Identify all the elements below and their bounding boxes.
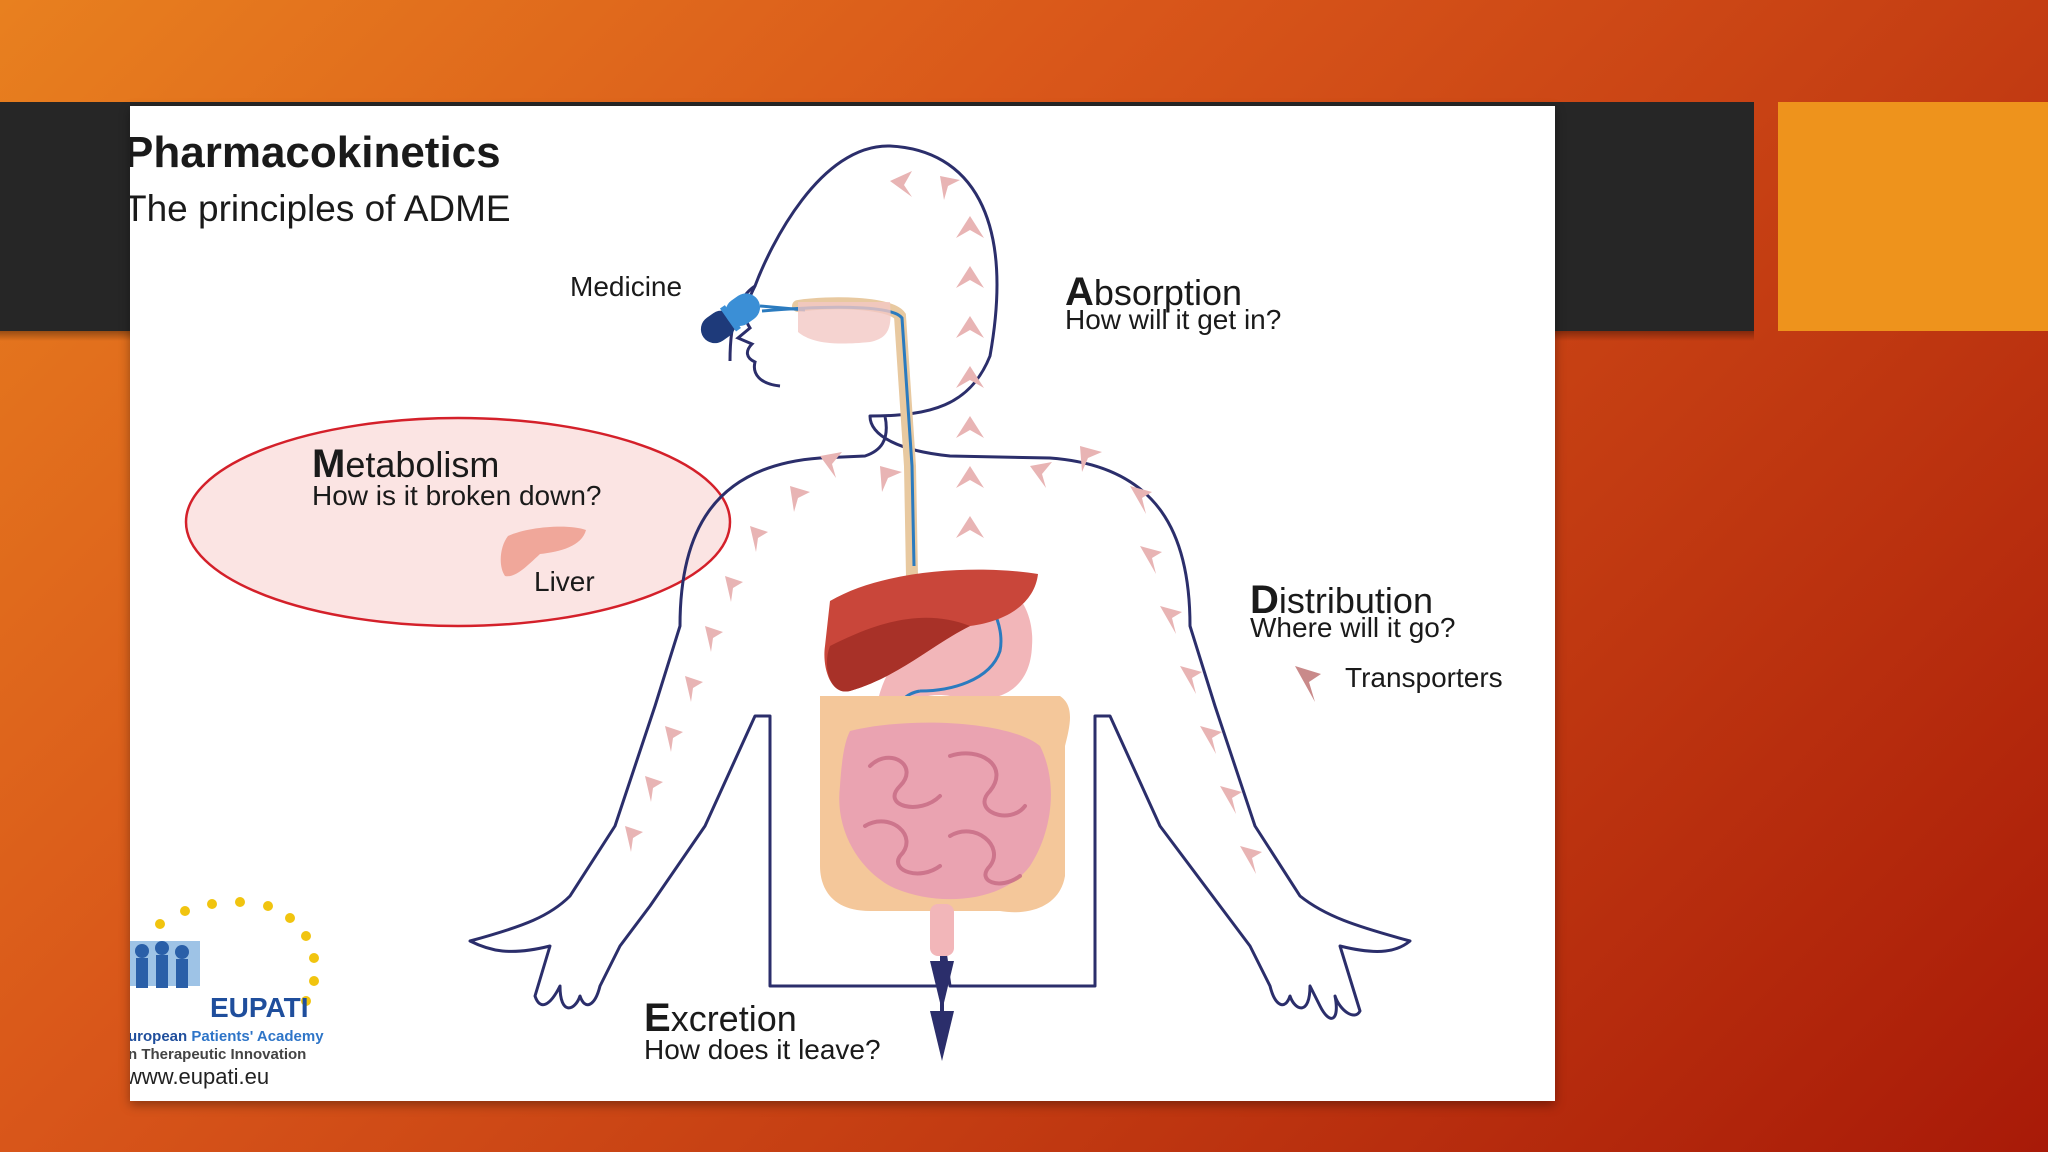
chevron	[725, 576, 743, 602]
diagram-title: Pharmacokinetics	[130, 128, 501, 177]
metabolism-question: How is it broken down?	[312, 480, 602, 511]
metabolism-rest: etabolism	[345, 444, 500, 485]
excretion-arrow-1	[930, 961, 954, 1011]
chevron	[790, 486, 810, 512]
absorption-question: How will it get in?	[1065, 304, 1282, 335]
logo-people-icon	[130, 941, 200, 988]
pill-icon	[700, 293, 761, 344]
chevron	[665, 726, 683, 752]
body-outline	[468, 144, 1412, 1020]
absorption-initial: A	[1065, 270, 1094, 314]
distribution-initial: D	[1250, 578, 1279, 622]
chevron	[956, 266, 984, 288]
distribution-rest: istribution	[1278, 580, 1433, 621]
chevron	[1030, 462, 1052, 488]
chevron	[940, 176, 960, 200]
chevron	[956, 416, 984, 438]
absorption-rest: bsorption	[1093, 272, 1242, 313]
metabolism-heading: Metabolism	[312, 442, 499, 487]
chevron	[956, 216, 984, 238]
chevron	[880, 466, 902, 492]
diagram-subtitle: The principles of ADME	[130, 188, 511, 229]
metabolism-highlight-ring	[184, 416, 732, 628]
logo-tagline-1a: uropean	[130, 1028, 192, 1045]
chevron	[956, 316, 984, 338]
transporters-label: Transporters	[1345, 662, 1503, 693]
chevron	[625, 826, 643, 852]
logo-stars	[155, 897, 319, 1006]
chevron	[1200, 726, 1222, 754]
accent-box	[1778, 102, 2048, 331]
chevron	[1130, 486, 1152, 514]
chevron	[956, 516, 984, 538]
liver-icon	[500, 526, 586, 577]
logo-url: www.eupati.eu	[130, 1064, 270, 1089]
excretion-initial: E	[644, 996, 671, 1040]
chevron	[750, 526, 768, 552]
logo-tagline-1: uropean Patients' Academy	[130, 1028, 324, 1045]
excretion-rest: xcretion	[670, 998, 797, 1039]
chevron	[890, 171, 912, 197]
logo-tagline-2: n Therapeutic Innovation	[130, 1046, 307, 1063]
chevron	[1240, 846, 1262, 874]
excretion-arrow-2	[930, 1011, 954, 1061]
chevron	[685, 676, 703, 702]
chevron	[705, 626, 723, 652]
chevron	[1180, 666, 1202, 694]
medicine-label: Medicine	[570, 271, 683, 302]
liver-label: Liver	[534, 566, 595, 597]
chevron	[1140, 546, 1162, 574]
logo-name: EUPATI	[210, 992, 309, 1023]
distribution-question: Where will it go?	[1250, 612, 1456, 643]
small-intestine	[839, 722, 1051, 900]
chevron	[820, 452, 842, 478]
transporter-chevron	[1295, 666, 1321, 702]
absorption-heading: Absorption	[1065, 270, 1242, 315]
chevron	[956, 466, 984, 488]
drug-path	[761, 305, 916, 567]
chevron	[1220, 786, 1242, 814]
excretion-heading: Excretion	[644, 996, 797, 1041]
distribution-arrows	[625, 171, 1321, 874]
chevron	[1160, 606, 1182, 634]
logo-tagline-1b: Patients' Academy	[191, 1028, 324, 1045]
diagram-svg	[130, 144, 1412, 1061]
chevron	[645, 776, 663, 802]
distribution-heading: Distribution	[1250, 578, 1433, 623]
chevron	[956, 366, 984, 388]
metabolism-initial: M	[312, 442, 346, 486]
excretion-question: How does it leave?	[644, 1034, 881, 1065]
chevron	[1080, 446, 1102, 472]
adme-diagram-image: Pharmacokinetics The principles of ADME …	[130, 106, 1555, 1101]
